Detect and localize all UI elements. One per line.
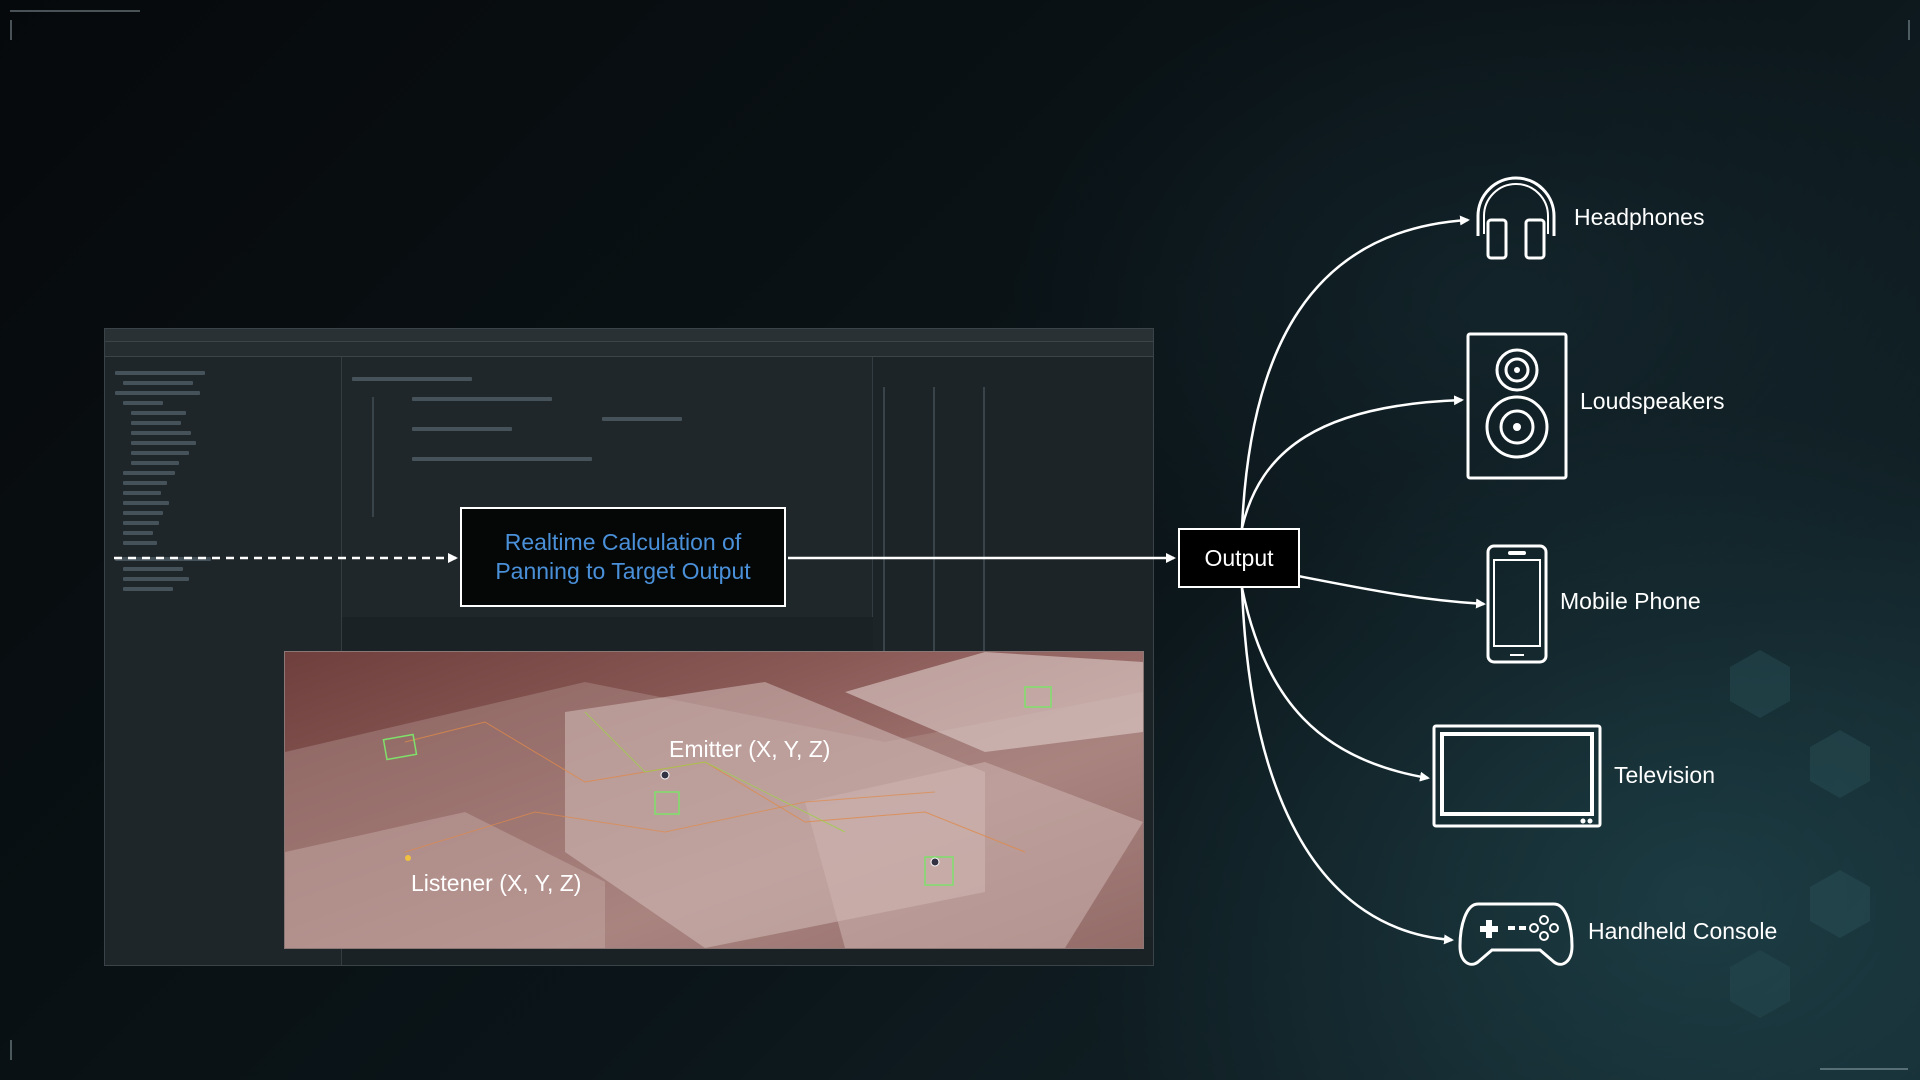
arrow-to-handheld-console [1240,587,1454,945]
frame-line-bottom-right [1820,1068,1908,1070]
property-row [602,417,682,421]
tree-row [131,461,179,465]
tree-row [123,587,173,591]
tree-row [123,401,163,405]
tree-row [131,421,181,425]
calc-box-line-1: Realtime Calculation of [504,529,742,555]
tree-row [123,577,189,581]
hexagon-pattern [1730,650,1870,1018]
gamepad-icon [1458,902,1574,966]
tree-row [123,491,161,495]
tree-row [123,381,193,385]
arrow-to-headphones [1240,215,1470,529]
property-row [412,397,552,401]
emitter-label: Emitter (X, Y, Z) [669,736,831,762]
tree-row [131,431,191,435]
tree-row [123,501,169,505]
television-icon [1432,724,1602,828]
tree-row [123,531,153,535]
tree-row [115,371,205,375]
output-label: Output [1204,544,1274,571]
device-label-handheld-console: Handheld Console [1588,918,1778,944]
spatial-viewport: Emitter (X, Y, Z) Listener (X, Y, Z) [284,651,1144,949]
tree-row [131,441,196,445]
device-label-headphones: Headphones [1574,204,1705,230]
device-label-television: Television [1614,762,1715,788]
tree-row [123,541,157,545]
property-row [352,377,472,381]
tree-row [123,567,183,571]
headphones-icon [1476,176,1556,260]
tree-row [123,511,163,515]
arrow-to-television [1240,587,1430,782]
mobile-phone-icon [1486,544,1548,664]
frame-line-right [1908,20,1910,40]
listener-label: Listener (X, Y, Z) [411,870,582,896]
property-row [412,427,512,431]
loudspeaker-icon [1466,332,1568,480]
arrow-to-mobile-phone [1297,574,1486,609]
frame-line-left [10,20,12,40]
fader-track [372,397,374,517]
tree-row [131,411,186,415]
editor-menubar [105,329,1153,342]
editor-toolbar [105,342,1153,357]
tree-row [115,391,200,395]
calc-box-line-2: Panning to Target Output [495,558,751,584]
tree-row [123,471,175,475]
viewport-scene [285,652,1143,948]
device-label-mobile-phone: Mobile Phone [1560,588,1701,614]
arrow-to-loudspeakers [1240,395,1464,529]
output-box: Output [1178,528,1300,588]
tree-row [131,451,189,455]
frame-line-bottom-left [10,1040,12,1060]
tree-row [123,481,167,485]
panning-calculation-box: Realtime Calculation of Panning to Targe… [460,507,786,607]
tree-row [123,521,159,525]
frame-line-top-left [10,10,140,12]
device-label-loudspeakers: Loudspeakers [1580,388,1725,414]
property-row [412,457,592,461]
